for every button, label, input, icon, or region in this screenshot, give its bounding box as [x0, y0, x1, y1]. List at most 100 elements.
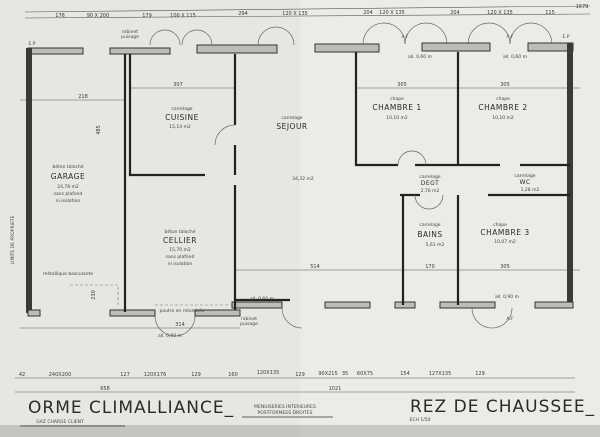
dim-label: 129	[475, 371, 485, 377]
dim-label: 154	[400, 371, 410, 377]
room-name: CHAMBRE 2	[478, 103, 527, 112]
room-area: 24,78 m2	[57, 184, 79, 190]
room-area: 10,07 m2	[494, 239, 516, 245]
room-finish: carrelage	[514, 173, 535, 179]
room-finish: chape	[496, 96, 510, 102]
sill-label: all. 0,60 m	[250, 296, 274, 302]
property-limit-label: LIMITE DE PROPRIETE	[10, 215, 16, 264]
door-swings	[70, 22, 553, 337]
room-area: 10,10 m2	[386, 115, 408, 121]
dim-label: 294	[238, 11, 248, 17]
dim-label: 127X135	[429, 371, 452, 377]
joinery-note: MENUISERIES INTERIEURES	[254, 404, 316, 410]
room-area: 2,76 m2	[421, 188, 440, 194]
dim-label: 120X176	[144, 372, 167, 378]
dim-label: 127	[120, 372, 130, 378]
dim-label: 204	[450, 10, 460, 16]
dim-label: 129	[191, 372, 201, 378]
dim-label: 305	[500, 264, 510, 270]
room-name: WC	[519, 179, 530, 186]
dim-label: 204	[363, 10, 373, 16]
room-note: sans plafond	[166, 254, 195, 260]
dim-label: 314	[175, 322, 185, 328]
dim-label: 120 X 135	[487, 10, 513, 16]
af-label: A.F	[506, 34, 513, 40]
dim-label: 485	[96, 125, 102, 135]
room-finish: béton taloché	[164, 228, 195, 235]
dim-label: 90 X 200	[87, 13, 110, 19]
room-finish: carrelage	[171, 106, 192, 112]
room-note: ni isolation	[168, 261, 193, 267]
room-degt: carrelage DEGT 2,76 m2	[419, 174, 440, 194]
ep-label: E.P	[563, 34, 570, 40]
dim-label: 120X135	[257, 370, 280, 376]
right-total-dim: 1021	[329, 386, 342, 392]
room-name: DEGT	[421, 180, 440, 187]
room-name: CUISINE	[165, 113, 199, 122]
af-label: A.F	[401, 34, 408, 40]
room-area: 15,14 m2	[169, 124, 191, 130]
room-name: CELLIER	[163, 236, 197, 245]
dim-label: 179	[142, 13, 152, 19]
dim-label: 42	[19, 372, 25, 378]
room-area: 34,32 m2	[292, 176, 314, 182]
brand-note: GAZ CHARGE CLIENT	[36, 419, 84, 425]
dim-label: 115	[545, 10, 555, 16]
room-name: CHAMBRE 1	[372, 103, 421, 112]
dim-label: 230	[91, 290, 97, 300]
room-bains: carrelage BAINS 5,61 m2	[417, 222, 444, 248]
room-finish: carrelage	[419, 174, 440, 180]
dim-label: 60X75	[357, 371, 373, 377]
dim-label: 100 X 115	[170, 13, 196, 19]
dim-label: 90X215	[318, 371, 337, 377]
paper-right-page	[300, 0, 600, 437]
dim-label: 35	[342, 371, 348, 377]
dim-label: 160	[228, 372, 238, 378]
dim-label: 514	[310, 264, 320, 270]
room-cellier: béton taloché CELLIER 15,70 m2 sans plaf…	[163, 228, 197, 267]
room-name: CHAMBRE 3	[480, 228, 529, 237]
room-chambre-2: chape CHAMBRE 2 10,10 m2	[478, 96, 527, 121]
af-label: A.F	[506, 316, 513, 322]
room-finish: chape	[390, 96, 404, 102]
room-finish: carrelage	[281, 115, 302, 121]
room-area: 15,70 m2	[169, 247, 191, 253]
tap-label: robinet	[241, 316, 257, 322]
dim-label: 240X200	[49, 372, 72, 378]
room-area: 1,28 m2	[521, 187, 540, 193]
dim-label: 305	[500, 82, 510, 88]
beam-label: poutre en retombée	[159, 307, 204, 314]
room-note: ni isolation	[56, 198, 81, 204]
room-name: SEJOUR	[276, 122, 307, 131]
room-finish: carrelage	[419, 222, 440, 228]
room-chambre-1: chape CHAMBRE 1 10,10 m2	[372, 96, 421, 121]
dim-label: 120 X 135	[282, 11, 308, 17]
bottom-dims: 42 240X200 127 120X176 129 160 120X135 1…	[19, 370, 485, 378]
dim-label: 218	[78, 94, 88, 100]
room-finish: béton taloché	[52, 163, 83, 170]
room-area: 10,10 m2	[492, 115, 514, 121]
dim-label: 129	[295, 372, 305, 378]
top-dims: 176 90 X 200 179 100 X 115 294 120 X 135…	[55, 10, 555, 19]
tap-label: puisage	[240, 321, 258, 327]
ep-label: E.P	[29, 41, 36, 47]
plan-scale: ECH 1/50	[410, 417, 431, 423]
room-name: GARAGE	[51, 172, 85, 181]
tap-label: puisage	[121, 34, 139, 40]
joinery-note: POSTFORMEES DROITES	[258, 410, 313, 416]
room-name: BAINS	[417, 230, 442, 239]
sill-label: all. 0,60 m	[158, 333, 182, 339]
walls	[26, 42, 574, 317]
dim-label: 120 X 135	[379, 10, 405, 16]
dim-label: 307	[173, 82, 183, 88]
sill-label: all. 0,60 m	[503, 54, 527, 60]
room-sejour: carrelage SEJOUR 34,32 m2	[276, 115, 314, 182]
room-note: sans plafond	[54, 191, 83, 197]
plan-title: REZ DE CHAUSSEE_	[410, 397, 595, 417]
room-area: 5,61 m2	[426, 242, 445, 248]
paper-edge	[0, 425, 600, 437]
dim-label: 176	[55, 13, 65, 19]
dim-label: 170	[425, 264, 435, 270]
left-total-dim: 658	[100, 386, 110, 392]
